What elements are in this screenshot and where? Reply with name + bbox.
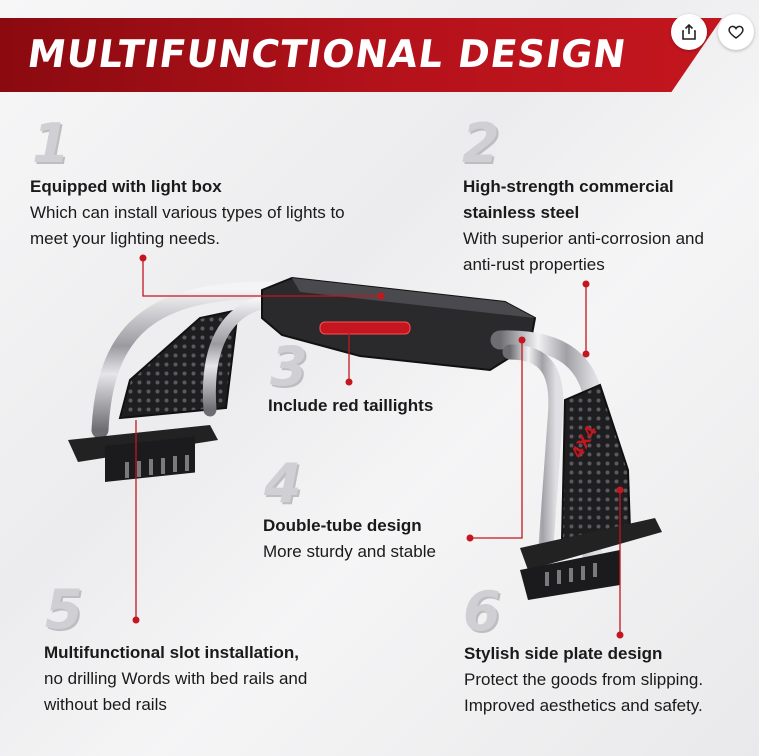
right-slots [545, 563, 597, 586]
feature-4-desc: More sturdy and stable [263, 542, 436, 561]
feature-6-title: Stylish side plate design [464, 644, 663, 663]
feature-2-desc: With superior anti-corrosion and anti-ru… [463, 229, 704, 274]
left-outer-tube [91, 281, 279, 439]
light-box-top [292, 278, 535, 318]
red-taillight [319, 321, 411, 335]
feature-2: High-strength commercial stainless steel… [463, 174, 733, 278]
title-banner [0, 18, 722, 92]
share-icon [682, 23, 696, 40]
feature-number-3: 3 [270, 335, 308, 398]
feature-number-5: 5 [45, 578, 83, 641]
feature-3: Include red taillights [268, 393, 488, 419]
share-button[interactable] [671, 14, 707, 50]
feature-number-1: 1 [32, 112, 70, 175]
feature-number-4: 4 [264, 452, 302, 515]
feature-number-2: 2 [462, 112, 500, 175]
feature-5-title: Multifunctional slot installation, [44, 643, 299, 662]
feature-5-desc: no drilling Words with bed rails and wit… [44, 669, 308, 714]
right-inner-tube [502, 344, 564, 568]
feature-1-desc: Which can install various types of light… [30, 203, 345, 248]
right-mount-bracket [520, 518, 662, 570]
leader-dots [132, 254, 624, 639]
right-side-plate [560, 383, 632, 542]
feature-6: Stylish side plate design Protect the go… [464, 641, 724, 719]
favorite-button[interactable] [718, 14, 754, 50]
feature-1: Equipped with light box Which can instal… [30, 174, 360, 252]
leader-lines [135, 258, 621, 635]
feature-4: Double-tube design More sturdy and stabl… [263, 513, 493, 565]
feature-6-desc: Protect the goods from slipping. Improve… [464, 670, 704, 715]
feature-4-title: Double-tube design [263, 516, 422, 535]
left-inner-tube [202, 293, 282, 417]
heart-icon [728, 25, 744, 39]
feature-1-title: Equipped with light box [30, 177, 222, 196]
left-slots [125, 455, 189, 478]
feature-3-title: Include red taillights [268, 396, 434, 415]
feature-2-title: High-strength commercial stainless steel [463, 177, 674, 222]
feature-5: Multifunctional slot installation, no dr… [44, 640, 364, 718]
feature-number-6: 6 [463, 580, 501, 643]
